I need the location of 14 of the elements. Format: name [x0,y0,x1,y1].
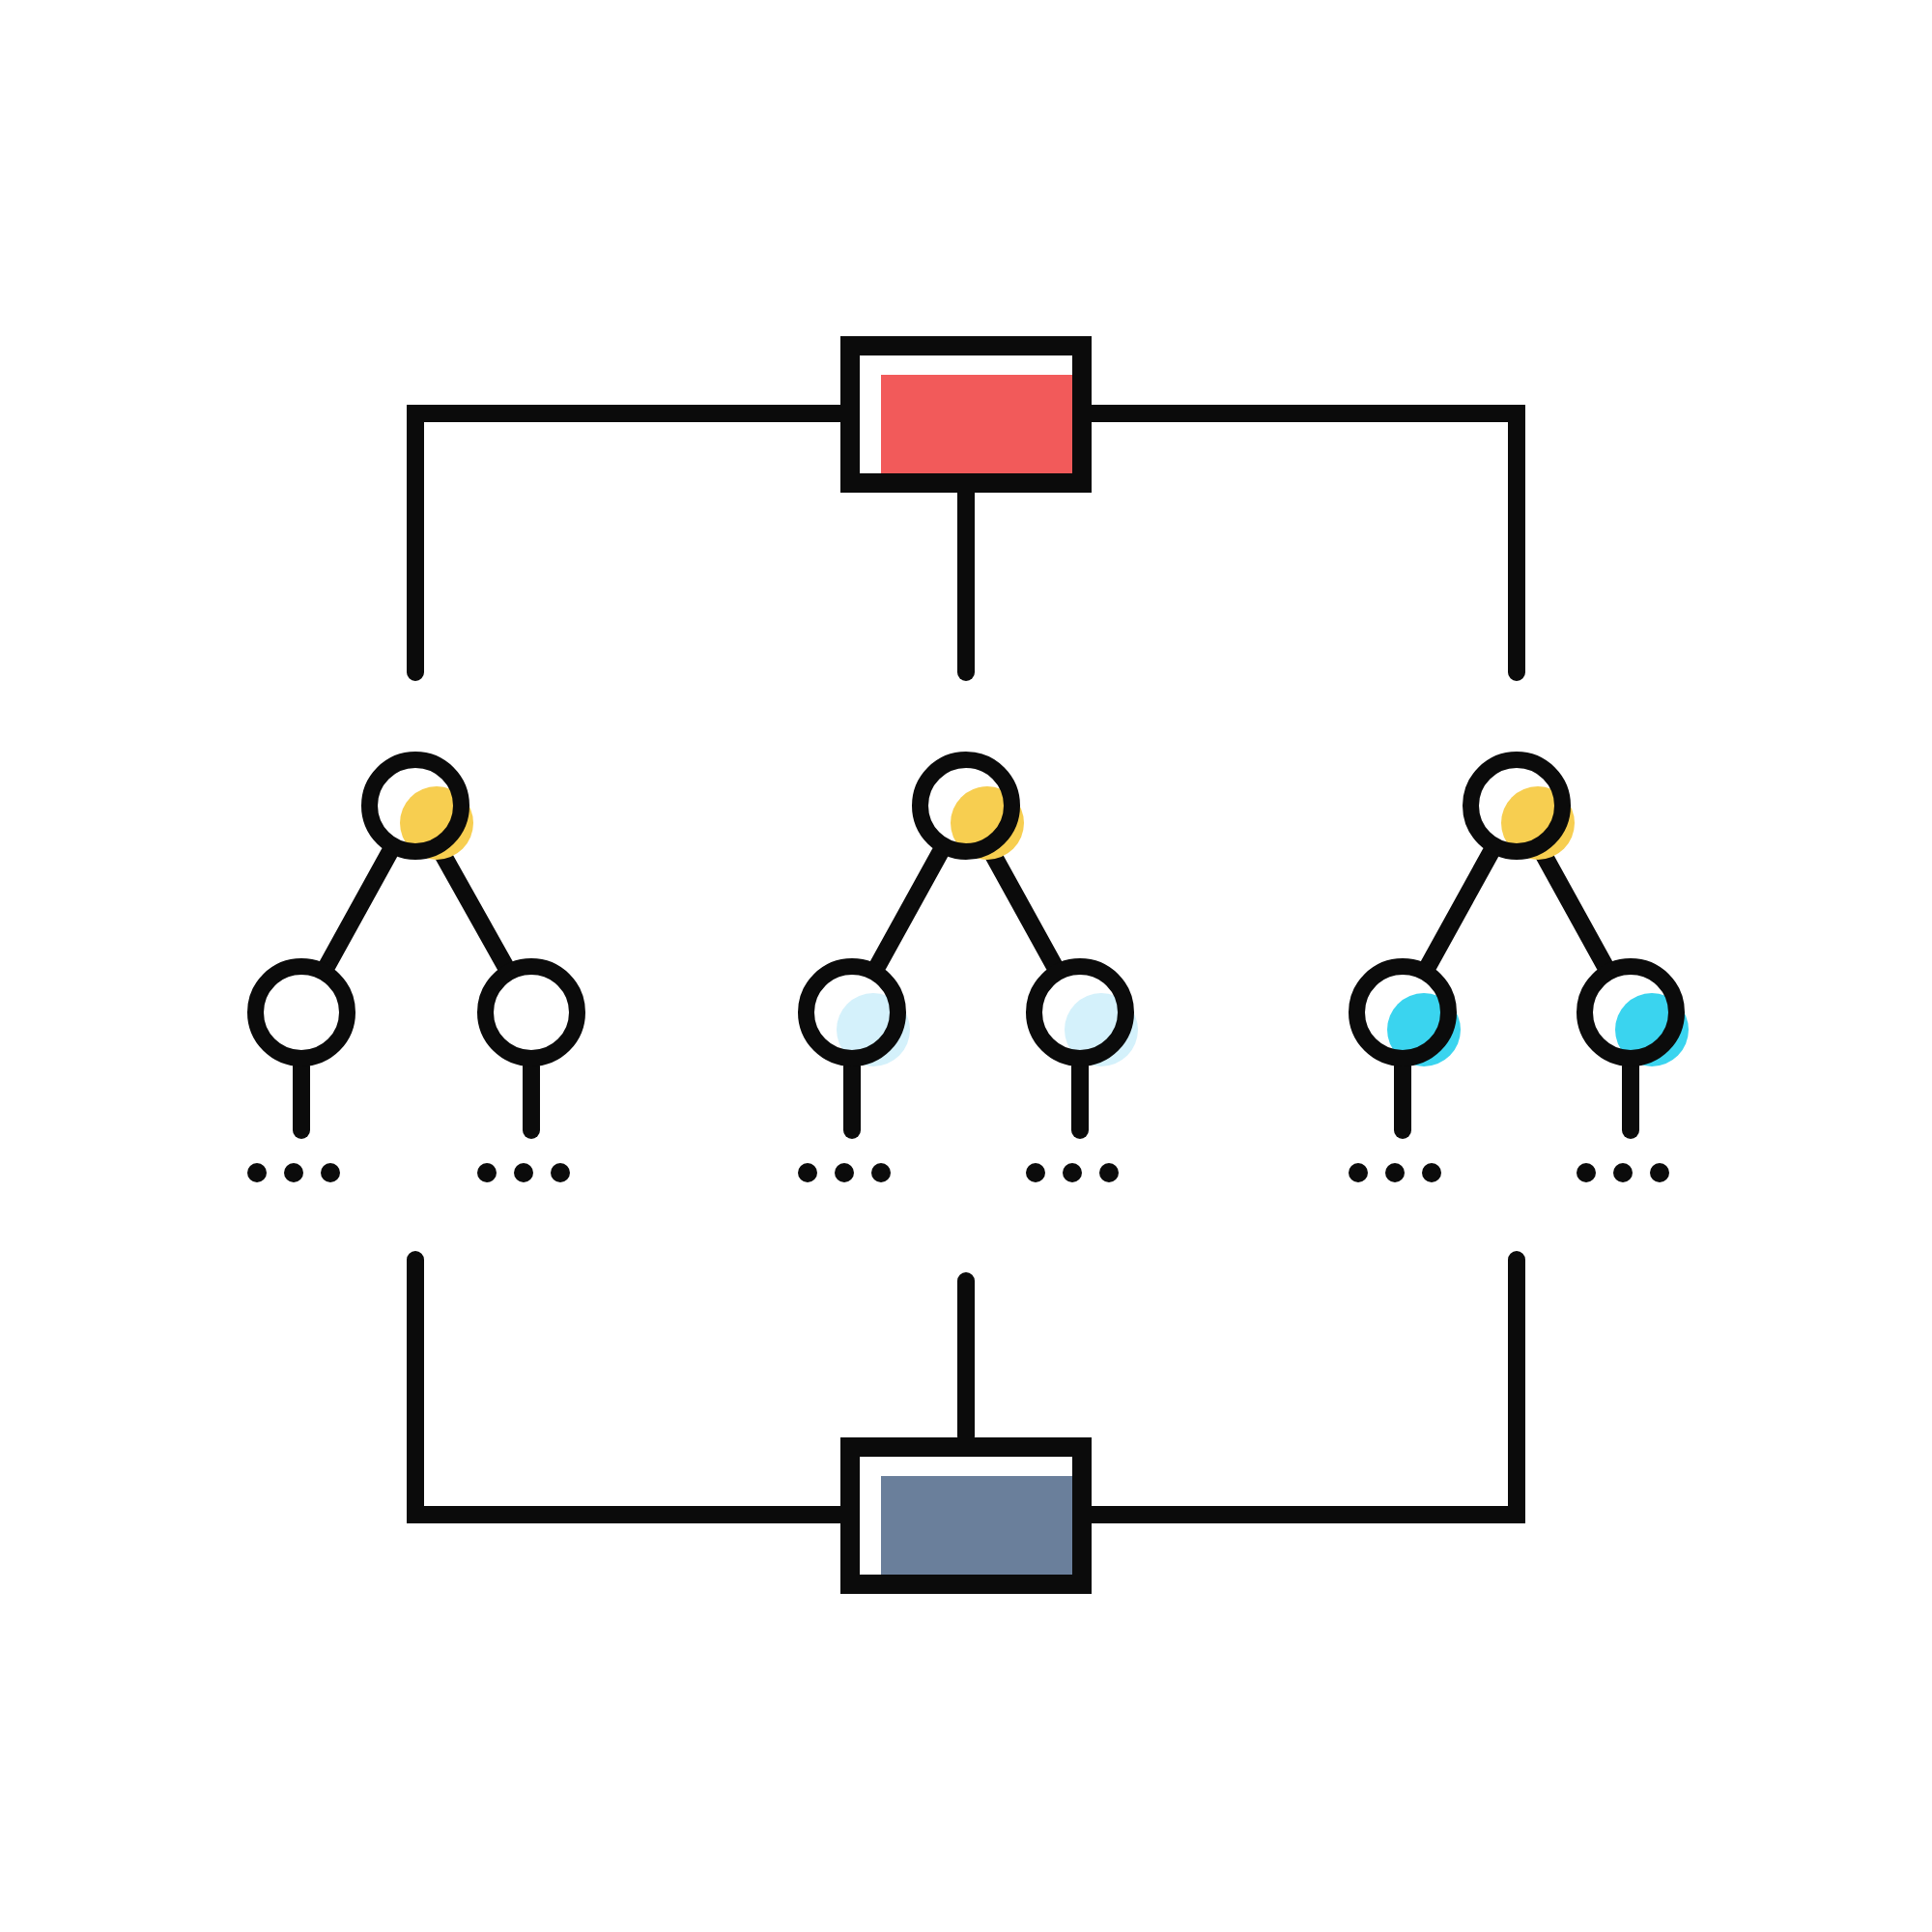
circle-node [798,958,910,1066]
connector-line [1420,844,1499,974]
circle-node [477,958,585,1066]
circle-node [1026,958,1138,1066]
connector-line [319,844,398,974]
circle-node [361,752,473,860]
circle-node [1577,958,1689,1066]
circle-node [912,752,1024,860]
box-node [840,335,1092,492]
connector-line [869,844,949,974]
box-node [840,1436,1092,1593]
circle-node [1463,752,1575,860]
circle-node [247,958,355,1066]
circle-node [1349,958,1461,1066]
